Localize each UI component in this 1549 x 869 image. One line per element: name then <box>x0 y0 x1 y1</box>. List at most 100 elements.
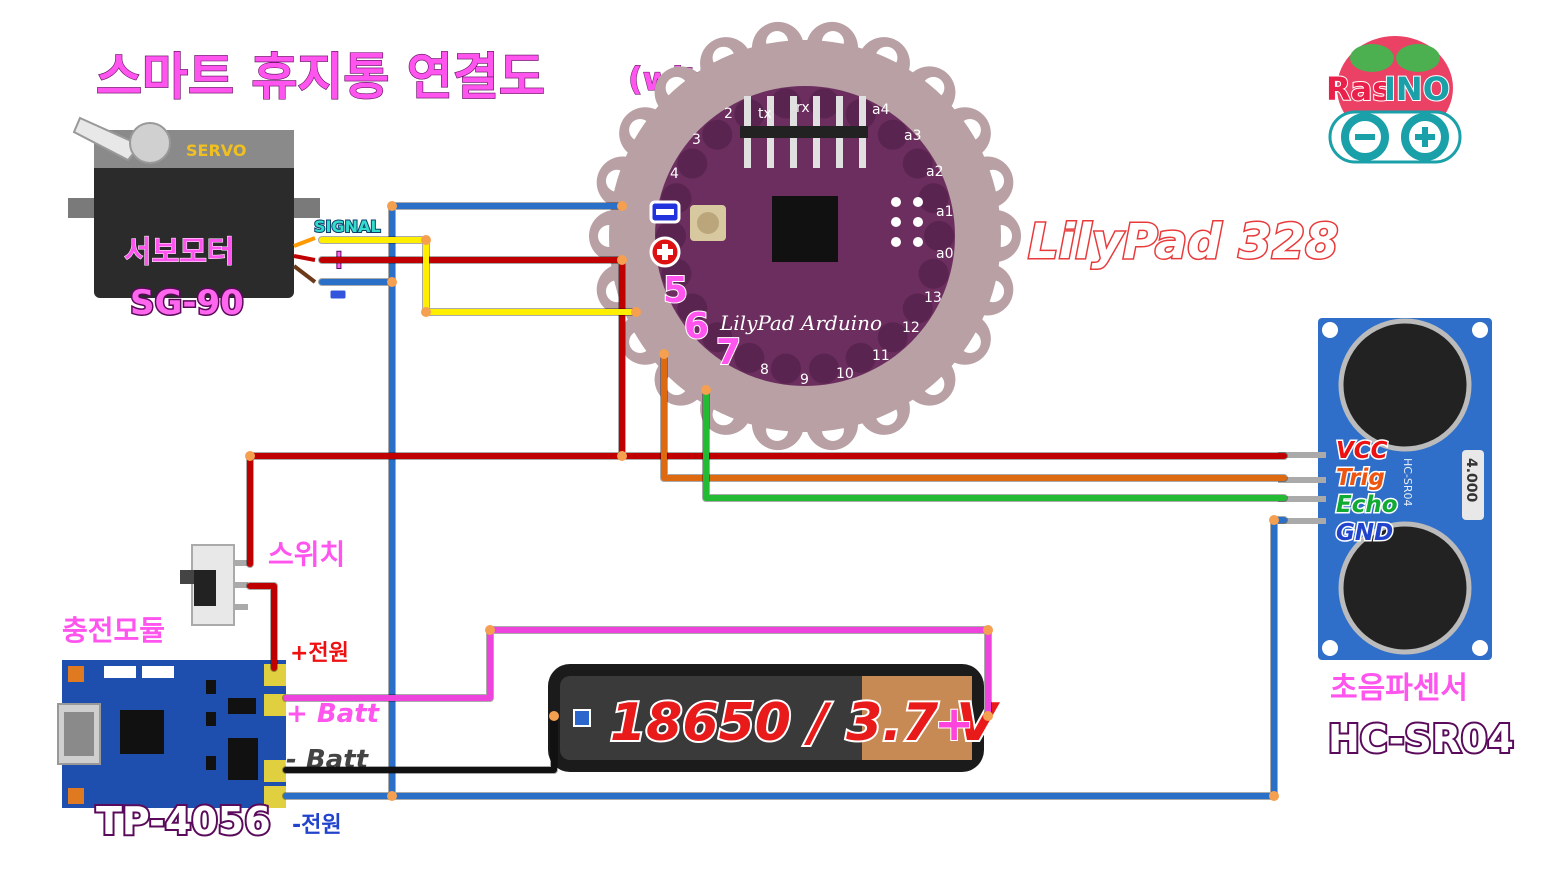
lilypad-pin-label-p13: 13 <box>924 290 942 306</box>
servo-body-label: SERVO <box>186 141 246 160</box>
header-base <box>740 126 868 138</box>
lilypad-pin-label-p12: 12 <box>902 320 920 336</box>
lilypad-pin-5: 5 <box>663 270 688 311</box>
charger-model: TP-4056 <box>96 799 271 843</box>
lilypad-pin-label-tx: tx <box>758 106 772 122</box>
lilypad-name: LilyPad 328 <box>1028 214 1339 270</box>
lilypad-pin-label-p9: 9 <box>800 372 809 388</box>
logo-text-ras: Ras <box>1326 70 1391 108</box>
wire-junction <box>421 235 431 245</box>
wire-junction <box>387 791 397 801</box>
servo-motor: SERVO 서보모터 SG-90 SIGNAL + <box>68 116 382 325</box>
servo-name: 서보모터 <box>124 235 234 270</box>
charger-plus-power: +전원 <box>290 641 349 666</box>
sensor-model: HC-SR04 <box>1328 717 1514 761</box>
wire-junction <box>1269 791 1279 801</box>
lilypad-inner-pad <box>734 342 765 373</box>
lilypad-pin-label-a2: a2 <box>926 164 944 180</box>
tp4056-module <box>57 660 286 808</box>
rasino-logo: Ras INO <box>1325 36 1462 164</box>
wire-junction <box>631 307 641 317</box>
lilypad-pin-label-p4: 4 <box>670 166 679 182</box>
wire-junction <box>983 625 993 635</box>
lilypad-pin-label-a1: a1 <box>936 204 954 220</box>
wire-junction <box>421 307 431 317</box>
charger-plus-batt: + Batt <box>286 699 381 729</box>
lilypad-inner-pad <box>924 221 954 251</box>
sensor-pin-trig: Trig <box>1336 465 1385 491</box>
wire-junction <box>617 201 627 211</box>
wires <box>245 201 1288 801</box>
lilypad-inner-pad <box>845 342 876 373</box>
lilypad-pin-label-a4: a4 <box>872 102 890 118</box>
lilypad-inner-pad <box>877 119 908 150</box>
battery-label: 18650 / 3.7 V <box>610 693 1000 753</box>
wire-switch-out <box>247 583 277 671</box>
led-dot <box>913 197 923 207</box>
lilypad-pin-7: 7 <box>716 332 741 373</box>
sensor-pin-vcc: VCC <box>1336 438 1388 464</box>
sensor-pin-echo: Echo <box>1336 492 1398 518</box>
wire-junction <box>701 385 711 395</box>
lilypad-pin-label-a3: a3 <box>904 128 922 144</box>
wire-echo <box>703 387 1287 501</box>
led-dot <box>891 197 901 207</box>
sensor-name: 초음파센서 <box>1330 671 1468 706</box>
wire-switch-out-outline <box>246 582 278 672</box>
sensor-crystal-label: 4.000 <box>1463 458 1479 503</box>
slide-switch <box>180 544 248 626</box>
wire-junction <box>617 255 627 265</box>
lilypad-pin-6: 6 <box>684 306 709 347</box>
wire-junction <box>485 625 495 635</box>
wire-junction <box>387 277 397 287</box>
lilypad-board: LilyPad Arduino 5 6 7 2 3 4 tx rx a4 a3 a2 a1 a0 1… <box>589 21 1021 451</box>
led-dot <box>913 217 923 227</box>
servo-pin-signal: SIGNAL <box>314 217 381 236</box>
wire-junction <box>617 451 627 461</box>
wire-junction <box>387 201 397 211</box>
lilypad-inner-pad <box>918 258 949 289</box>
lilypad-inner-pad <box>770 353 801 384</box>
lilypad-inner-pad <box>677 148 708 179</box>
wire-junction <box>1269 515 1279 525</box>
switch-name: 스위치 <box>268 538 345 571</box>
charger-minus-power: -전원 <box>292 813 342 838</box>
lilypad-inner-pad <box>702 119 733 150</box>
lilypad-script: LilyPad Arduino <box>719 311 882 335</box>
lilypad-pin-label-p8: 8 <box>760 362 769 378</box>
lilypad-pin-label-p2: 2 <box>724 106 733 122</box>
sensor-pin-gnd: GND <box>1336 520 1393 546</box>
lilypad-pin-label-a0: a0 <box>936 246 954 262</box>
lilypad-inner-pad <box>702 322 733 353</box>
wire-junction <box>245 451 255 461</box>
lilypad-pin-label-p3: 3 <box>692 132 701 148</box>
lilypad-inner-pad <box>918 183 949 214</box>
wire-junction <box>983 711 993 721</box>
lilypad-inner-pad <box>677 293 708 324</box>
lilypad-inner-pad <box>902 293 933 324</box>
lilypad-pin-label-rx: rx <box>796 100 810 116</box>
lilypad-pin-label-p10: 10 <box>836 366 854 382</box>
logo-text-ino: INO <box>1384 70 1450 108</box>
hc-sr04-sensor: 4.000 HC-SR04 VCC Trig Echo GND <box>1278 318 1492 660</box>
sensor-side-label: HC-SR04 <box>1401 458 1414 507</box>
wire-junction <box>659 349 669 359</box>
lilypad-inner-pad <box>877 322 908 353</box>
wire-junction <box>549 711 559 721</box>
charger-name: 충전모듈 <box>62 614 165 647</box>
wire-servo-signal-outline <box>318 236 640 316</box>
wire-trig <box>661 351 1287 481</box>
lilypad-inner-pad <box>809 353 840 384</box>
battery-18650: 18650 / 3.7 V + <box>548 664 1002 772</box>
wire-servo-signal <box>319 237 639 315</box>
led-dot <box>891 237 901 247</box>
battery-plus: + <box>934 696 974 752</box>
servo-model: SG-90 <box>130 283 244 323</box>
lilypad-inner-pad <box>902 148 933 179</box>
wire-vcc-main <box>319 257 1287 459</box>
wire-batt-minus <box>283 713 557 773</box>
lilypad-pin-label-p11: 11 <box>872 348 890 364</box>
led-dot <box>913 237 923 247</box>
led-dot <box>891 217 901 227</box>
